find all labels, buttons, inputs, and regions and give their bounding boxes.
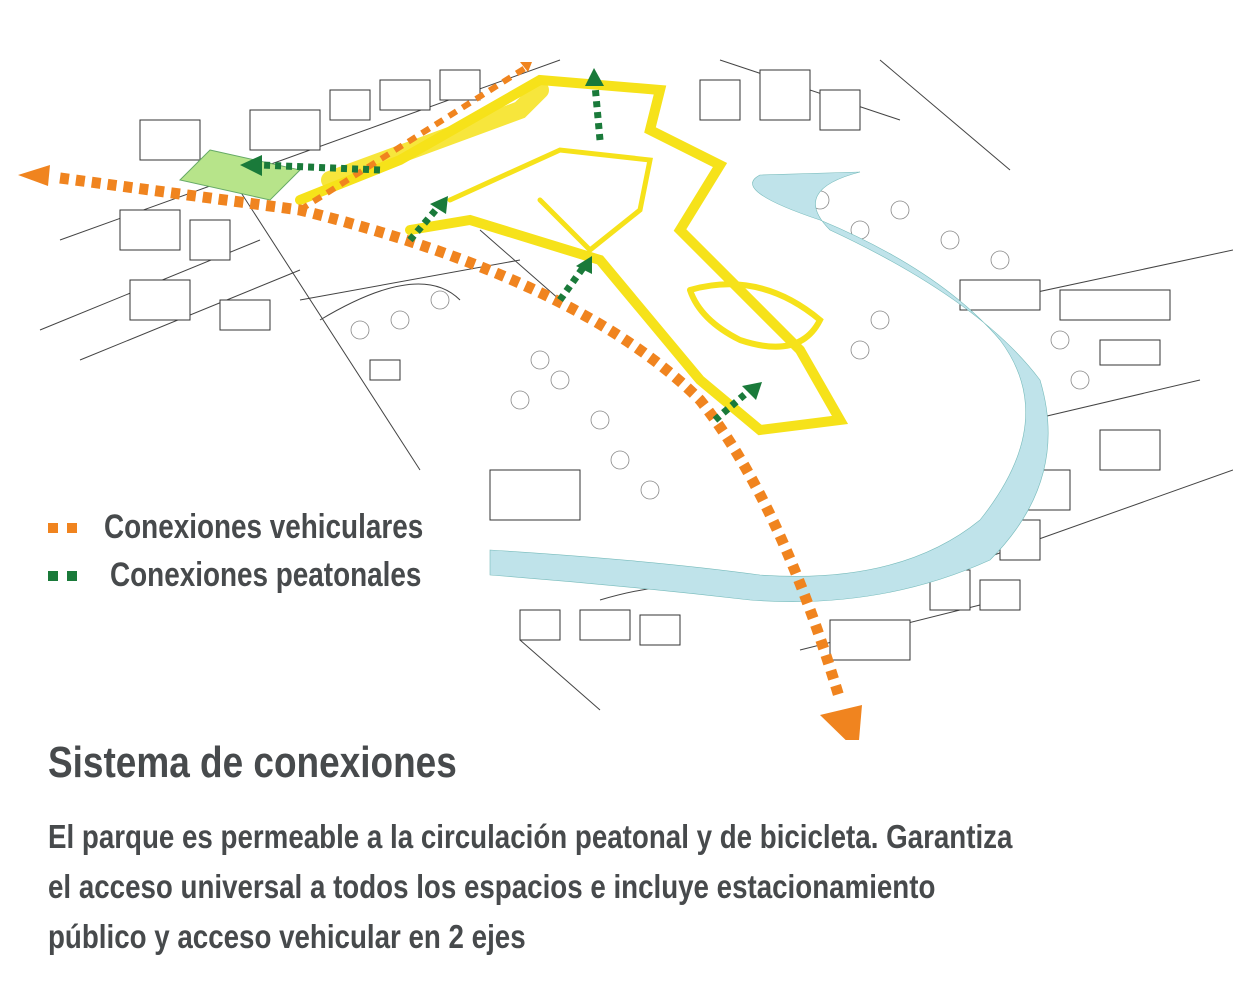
legend-label: Conexiones peatonales: [110, 556, 422, 594]
orange-dash-swatch: [48, 522, 58, 533]
section-title: Sistema de conexiones: [48, 738, 457, 787]
site-axonometric-map: [18, 59, 1233, 740]
legend-label: Conexiones vehiculares: [104, 508, 424, 546]
river: [489, 171, 1049, 602]
orange-dash-swatch: [67, 522, 77, 533]
green-dash-swatch: [48, 570, 58, 581]
tree-canopy: [350, 190, 1090, 500]
description-line: el acceso universal a todos los espacios…: [48, 868, 936, 905]
legend-pedestrian: Conexiones peatonales: [48, 556, 490, 595]
vehicular-connections: [18, 62, 862, 740]
legend-vehicular: Conexiones vehiculares: [48, 508, 493, 547]
description-line: El parque es permeable a la circulación …: [48, 818, 1013, 855]
description-line: público y acceso vehicular en 2 ejes: [48, 918, 526, 955]
pedestrian-connections: [240, 68, 762, 423]
park-paths: [295, 74, 849, 436]
green-dash-swatch: [67, 570, 77, 581]
